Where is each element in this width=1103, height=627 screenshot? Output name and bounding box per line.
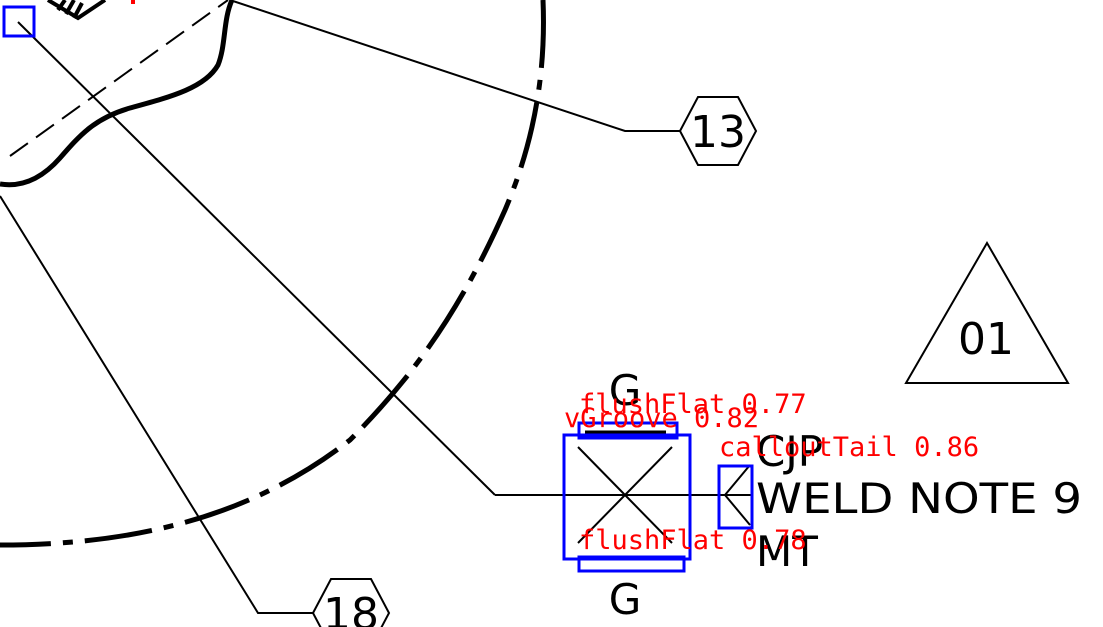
- weld-arrow-line: [17, 21, 496, 496]
- triangle-tag: [904, 241, 1070, 384]
- leader-line-18: [0, 195, 318, 614]
- triangle-tag-text: 01: [958, 314, 1014, 365]
- centerline: [9, 0, 229, 157]
- detail-circle: [0, 0, 546, 548]
- part-outline: [0, 0, 235, 188]
- leader-line-13: [229, 0, 680, 132]
- detection-boxes: [2, 5, 754, 573]
- hex-tag-18-text: 18: [323, 589, 379, 627]
- double-vgroove-symbol: [577, 446, 673, 544]
- weld-note-text: WELD NOTE 9: [756, 474, 1082, 523]
- weld-process-text: CJP: [756, 427, 823, 476]
- finish-top-text: G: [609, 366, 642, 415]
- hex-tag-13: [678, 96, 758, 166]
- detection-label-callout-tail: calloutTail 0.86: [719, 432, 979, 463]
- detection-box-flush-top: [577, 421, 679, 440]
- detection-box-callout-tail: [717, 464, 754, 530]
- detection-box-vgroove: [562, 433, 692, 561]
- finish-bottom-text: G: [609, 575, 642, 624]
- detection-box-flush-bottom: [577, 555, 686, 573]
- detection-label-vgroove: vGroove 0.82: [564, 403, 759, 434]
- hex-tag-18: [311, 578, 391, 627]
- detection-labels: flushFlat 0.77 vGroove 0.82 calloutTail …: [131, 0, 979, 556]
- detection-label-flush-top: flushFlat 0.77: [579, 389, 807, 420]
- part-edge-top: [46, 0, 107, 21]
- hatch-lines: [56, 0, 84, 19]
- detection-label-corner-fragment: [131, 0, 135, 4]
- hex-tag-13-text: 13: [690, 107, 746, 158]
- weld-test-text: MT: [756, 527, 818, 576]
- detection-label-flush-bottom: flushFlat 0.78: [579, 525, 807, 556]
- detection-box-corner: [2, 5, 36, 38]
- weld-tail: [723, 464, 751, 526]
